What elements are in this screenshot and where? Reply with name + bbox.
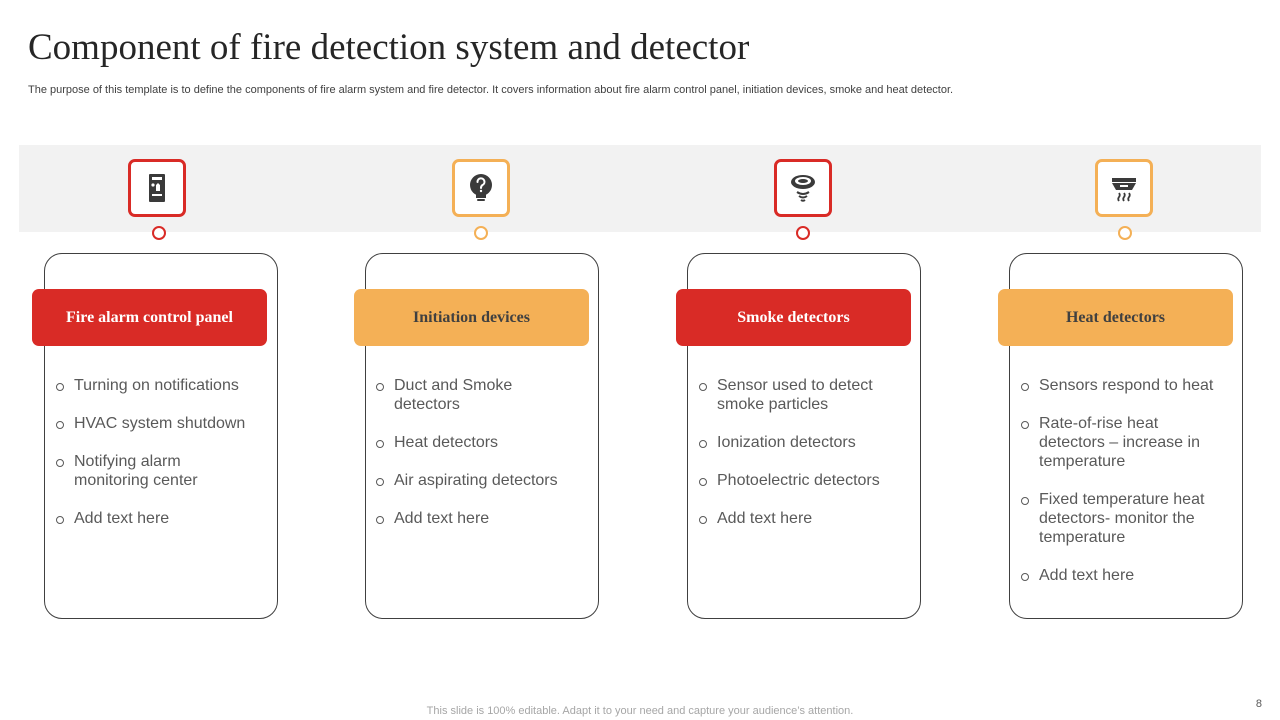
bullet-marker: [376, 440, 384, 448]
list-item: Air aspirating detectors: [376, 471, 576, 490]
list-item: Fixed temperature heat detectors- monito…: [1021, 490, 1221, 547]
card-header: Heat detectors: [998, 289, 1233, 346]
card-header: Smoke detectors: [676, 289, 911, 346]
card-header: Initiation devices: [354, 289, 589, 346]
list-item: Sensors respond to heat: [1021, 376, 1221, 395]
bullet-marker: [1021, 497, 1029, 505]
list-item: Photoelectric detectors: [699, 471, 899, 490]
list-item: Rate-of-rise heat detectors – increase i…: [1021, 414, 1221, 471]
list-item: Add text here: [376, 509, 576, 528]
bullet-marker: [1021, 421, 1029, 429]
list-item: Add text here: [56, 509, 256, 528]
bullet-marker: [1021, 573, 1029, 581]
bullet-marker: [376, 383, 384, 391]
page-number: 8: [1255, 698, 1262, 710]
bullet-marker: [376, 478, 384, 486]
list-item: Heat detectors: [376, 433, 576, 452]
bullet-list: Sensor used to detect smoke particles Io…: [699, 376, 899, 547]
smoke-detector-icon: [774, 159, 832, 217]
bullet-marker: [56, 421, 64, 429]
bullet-marker: [699, 478, 707, 486]
list-item: HVAC system shutdown: [56, 414, 256, 433]
heat-detector-icon: [1095, 159, 1153, 217]
slide-title: Component of fire detection system and d…: [28, 27, 750, 68]
list-item: Add text here: [1021, 566, 1221, 585]
connector-dot: [1118, 226, 1132, 240]
list-item: Turning on notifications: [56, 376, 256, 395]
connector-dot: [474, 226, 488, 240]
bullet-marker: [376, 516, 384, 524]
connector-dot: [796, 226, 810, 240]
list-item: Notifying alarm monitoring center: [56, 452, 256, 490]
bullet-marker: [56, 459, 64, 467]
control-panel-icon: [128, 159, 186, 217]
card-header: Fire alarm control panel: [32, 289, 267, 346]
bullet-marker: [699, 440, 707, 448]
connector-dot: [152, 226, 166, 240]
icon-band: [19, 145, 1261, 232]
bullet-list: Duct and Smoke detectors Heat detectors …: [376, 376, 576, 547]
bullet-list: Turning on notifications HVAC system shu…: [56, 376, 256, 547]
bullet-marker: [699, 383, 707, 391]
list-item: Sensor used to detect smoke particles: [699, 376, 899, 414]
slide-footer: This slide is 100% editable. Adapt it to…: [426, 705, 854, 717]
list-item: Add text here: [699, 509, 899, 528]
slide-subtitle: The purpose of this template is to defin…: [28, 84, 954, 96]
bullet-list: Sensors respond to heat Rate-of-rise hea…: [1021, 376, 1221, 604]
bullet-marker: [1021, 383, 1029, 391]
list-item: Duct and Smoke detectors: [376, 376, 576, 414]
list-item: Ionization detectors: [699, 433, 899, 452]
lightbulb-question-icon: [452, 159, 510, 217]
bullet-marker: [699, 516, 707, 524]
bullet-marker: [56, 383, 64, 391]
bullet-marker: [56, 516, 64, 524]
